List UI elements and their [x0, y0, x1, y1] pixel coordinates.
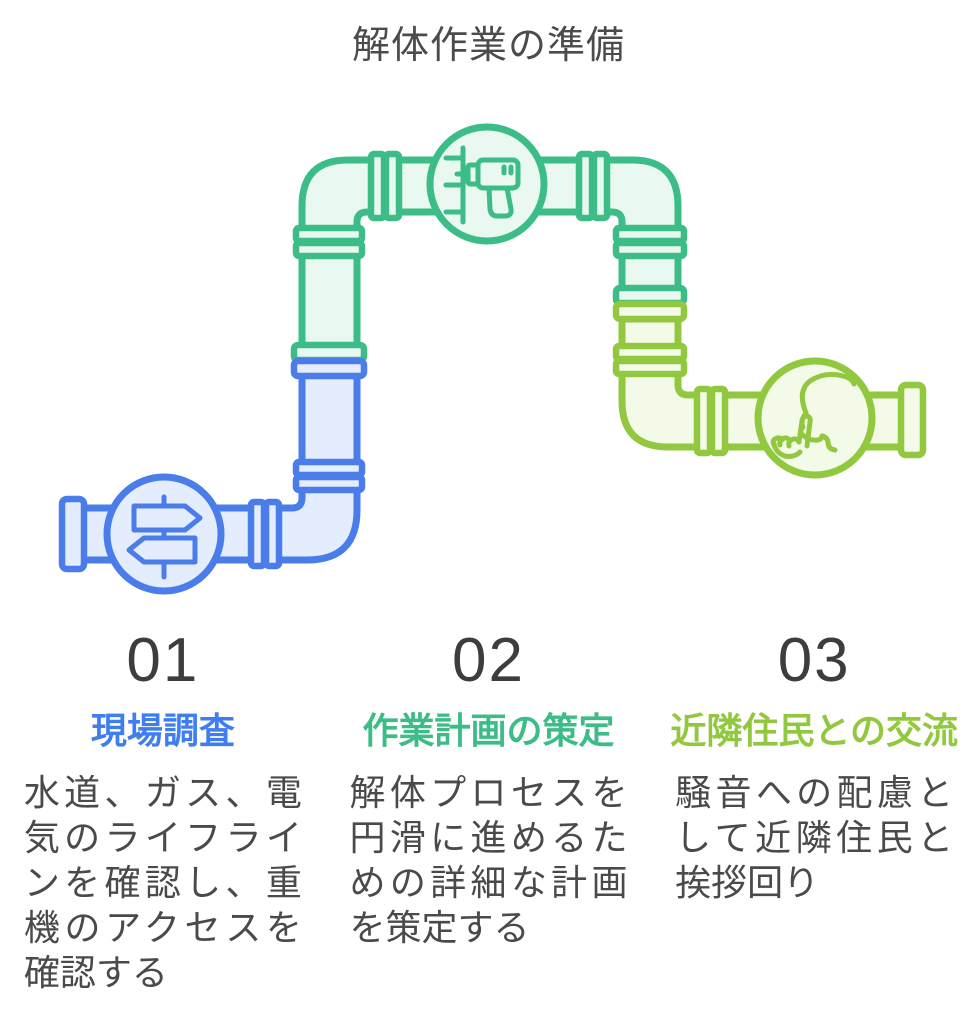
step-body-1: 水道、ガス、電気のライフラインを確認し、重機のアクセスを確認する: [23, 772, 302, 993]
steps-row: 01 現場調査 水道、ガス、電気のライフラインを確認し、重機のアクセスを確認する…: [0, 626, 977, 995]
pipe-coupling-blue-horizontal: [247, 498, 283, 570]
pipe-coupling-blue-vertical: [292, 458, 366, 494]
junction-flange-green-lime: [612, 284, 688, 323]
pipe-coupling-green-left: [292, 224, 366, 260]
pipe-end-cap-left: [58, 495, 88, 573]
pipe-coupling-green-right: [612, 224, 688, 260]
signpost-icon: [126, 494, 203, 580]
step-heading-2: 作業計画の策定: [362, 710, 615, 751]
step-body-2: 解体プロセスを円滑に進めるための詳細な計画を策定する: [349, 772, 628, 948]
page-title: 解体作業の準備: [351, 25, 625, 67]
step-number-2: 02: [452, 626, 525, 695]
step-column-2: 02 作業計画の策定 解体プロセスを円滑に進めるための詳細な計画を策定する: [326, 626, 652, 995]
step-heading-1: 現場調査: [90, 710, 235, 751]
step-number-3: 03: [777, 626, 851, 695]
node-circle-step3: [754, 357, 876, 479]
pipe-coupling-lime-horizontal: [693, 385, 729, 457]
step-heading-3: 近隣住民との交流: [670, 710, 958, 751]
step-column-3: 03 近隣住民との交流 騒音への配慮として近隣住民と挨拶回り: [651, 626, 977, 995]
step-number-1: 01: [126, 626, 200, 695]
pipe-coupling-green-top-right: [575, 150, 611, 222]
pipe-end-cap-right: [897, 381, 927, 459]
drill-icon: [443, 145, 521, 225]
pipe-coupling-lime-vertical: [612, 342, 688, 378]
pipe-diagram: [58, 123, 927, 595]
step-column-1: 01 現場調査 水道、ガス、電気のライフラインを確認し、重機のアクセスを確認する: [0, 626, 326, 995]
pipe-coupling-green-top-left: [367, 150, 403, 222]
greeting-face-icon: [770, 371, 857, 459]
step-body-3: 騒音への配慮として近隣住民と挨拶回り: [675, 772, 954, 903]
junction-flange-green-blue: [290, 341, 368, 380]
